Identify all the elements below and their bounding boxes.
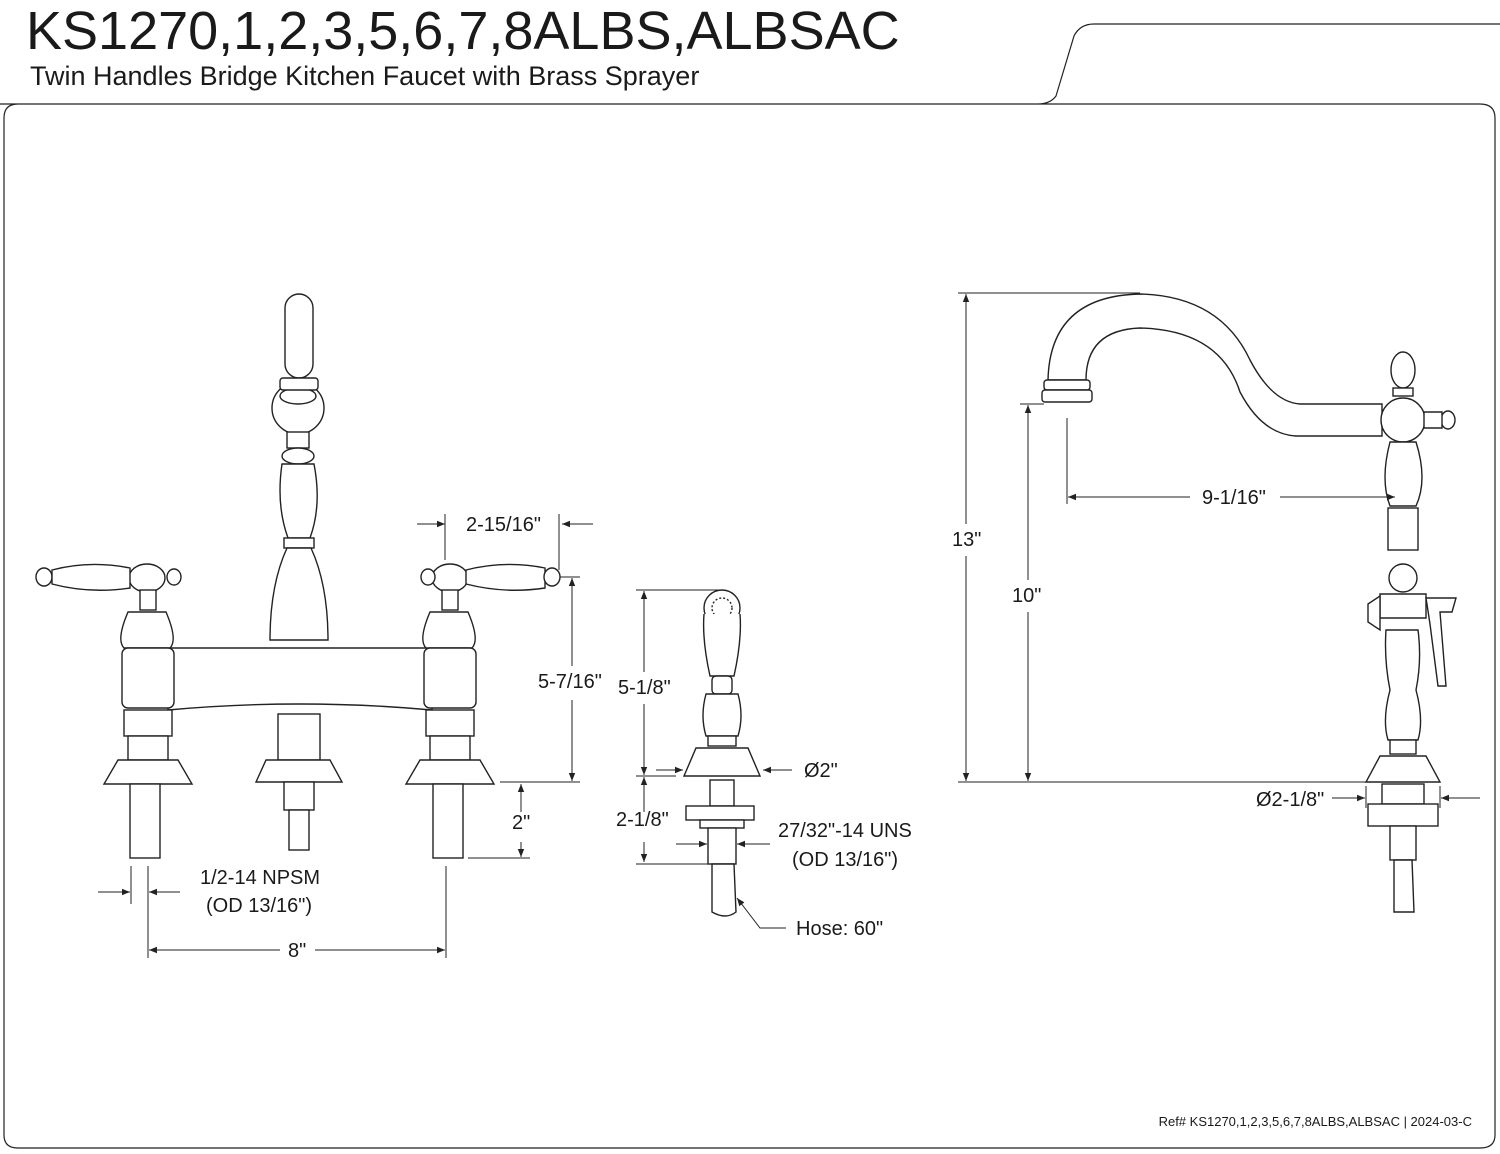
dim-hose: Hose: 60" xyxy=(796,918,883,940)
page-subtitle: Twin Handles Bridge Kitchen Faucet with … xyxy=(30,61,700,91)
dim-spout-reach: 9-1/16" xyxy=(1202,487,1266,509)
dim-spout-clearance: 10" xyxy=(1012,585,1041,607)
dim-supply-thread: 1/2-14 NPSM xyxy=(200,867,320,889)
dim-total-height: 13" xyxy=(952,529,981,551)
dim-sprayer-shank: 2-1/8" xyxy=(616,809,669,831)
sprayer-dimension-lines xyxy=(636,589,792,929)
left-dimension-lines xyxy=(98,514,593,958)
dim-handle-offset: 2-15/16" xyxy=(466,514,541,536)
dim-shank-length: 2" xyxy=(512,812,530,834)
faucet-side-view xyxy=(1041,293,1457,913)
dim-handle-height: 5-7/16" xyxy=(538,671,602,693)
drawing-frame xyxy=(0,23,1500,1149)
dim-sprayer-height: 5-1/8" xyxy=(618,677,671,699)
reference-footer: Ref# KS1270,1,2,3,5,6,7,8ALBS,ALBSAC | 2… xyxy=(1158,1114,1472,1129)
dim-sprayer-base-dia: Ø2" xyxy=(804,760,838,782)
sprayer-view xyxy=(682,589,762,917)
dim-supply-od: (OD 13/16") xyxy=(206,895,312,917)
dim-sprayer-thread: 27/32"-14 UNS xyxy=(778,820,912,842)
dim-center-spread: 8" xyxy=(288,940,306,962)
dim-base-dia: Ø2-1/8" xyxy=(1256,789,1324,811)
dim-sprayer-od: (OD 13/16") xyxy=(792,849,898,871)
bridge-faucet-front-view xyxy=(35,293,561,859)
page-title: KS1270,1,2,3,5,6,7,8ALBS,ALBSAC xyxy=(26,1,900,61)
side-dimension-lines xyxy=(958,292,1480,808)
